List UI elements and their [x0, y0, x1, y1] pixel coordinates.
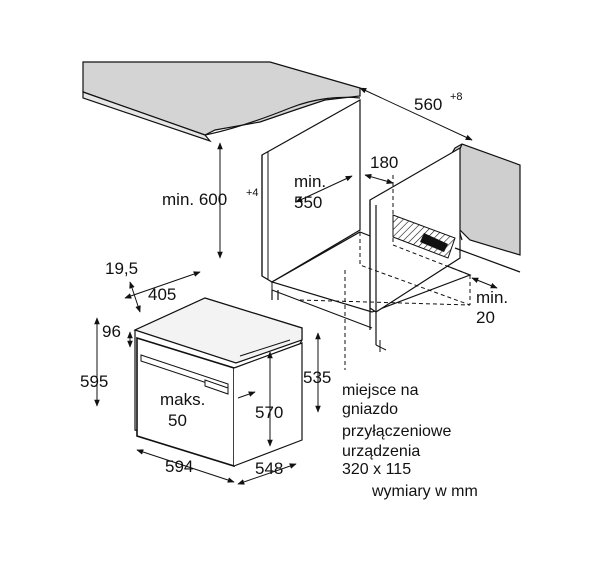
label-cabinet-width-tolerance: +8	[450, 91, 463, 103]
dimension-lines	[94, 87, 498, 485]
label-oven-height: 595	[80, 372, 108, 391]
socket-note-line3: przyłączeniowe	[342, 423, 451, 440]
label-oven-depth: 548	[255, 459, 283, 478]
label-rear-gap-l2: 20	[476, 308, 495, 327]
label-inner-depth-l2: 550	[294, 193, 322, 212]
oven	[133, 297, 303, 468]
socket-note-line4: urządzenia	[342, 443, 420, 460]
dashed-guides	[299, 175, 471, 370]
label-oven-body-height: 570	[255, 403, 283, 422]
units-note: wymiary w mm	[371, 483, 478, 500]
label-panel-to-top: 96	[102, 322, 121, 341]
label-oven-side: 19,5	[105, 259, 138, 278]
label-panel-depth: 405	[148, 285, 176, 304]
socket-note-line2: gniazdo	[342, 401, 398, 418]
back-wall-line	[454, 247, 521, 273]
label-cabinet-height: min. 600	[162, 190, 227, 209]
label-inner-depth-l1: min.	[294, 172, 326, 191]
socket-note: miejsce na gniazdo przyłączeniowe urządz…	[342, 382, 451, 478]
label-handle-gap-l2: 50	[168, 411, 187, 430]
socket-note-line1: miejsce na	[342, 382, 419, 399]
label-socket-depth: 180	[370, 153, 398, 172]
socket-note-line5: 320 x 115	[342, 461, 411, 478]
label-rear-gap-l1: min.	[476, 288, 508, 307]
label-inner-height: 535	[303, 368, 331, 387]
label-oven-width: 594	[165, 457, 193, 476]
label-cabinet-height-tolerance: +4	[246, 187, 259, 199]
label-handle-gap-l1: maks.	[160, 390, 205, 409]
countertop	[82, 61, 361, 143]
label-cabinet-width: 560	[414, 95, 442, 114]
